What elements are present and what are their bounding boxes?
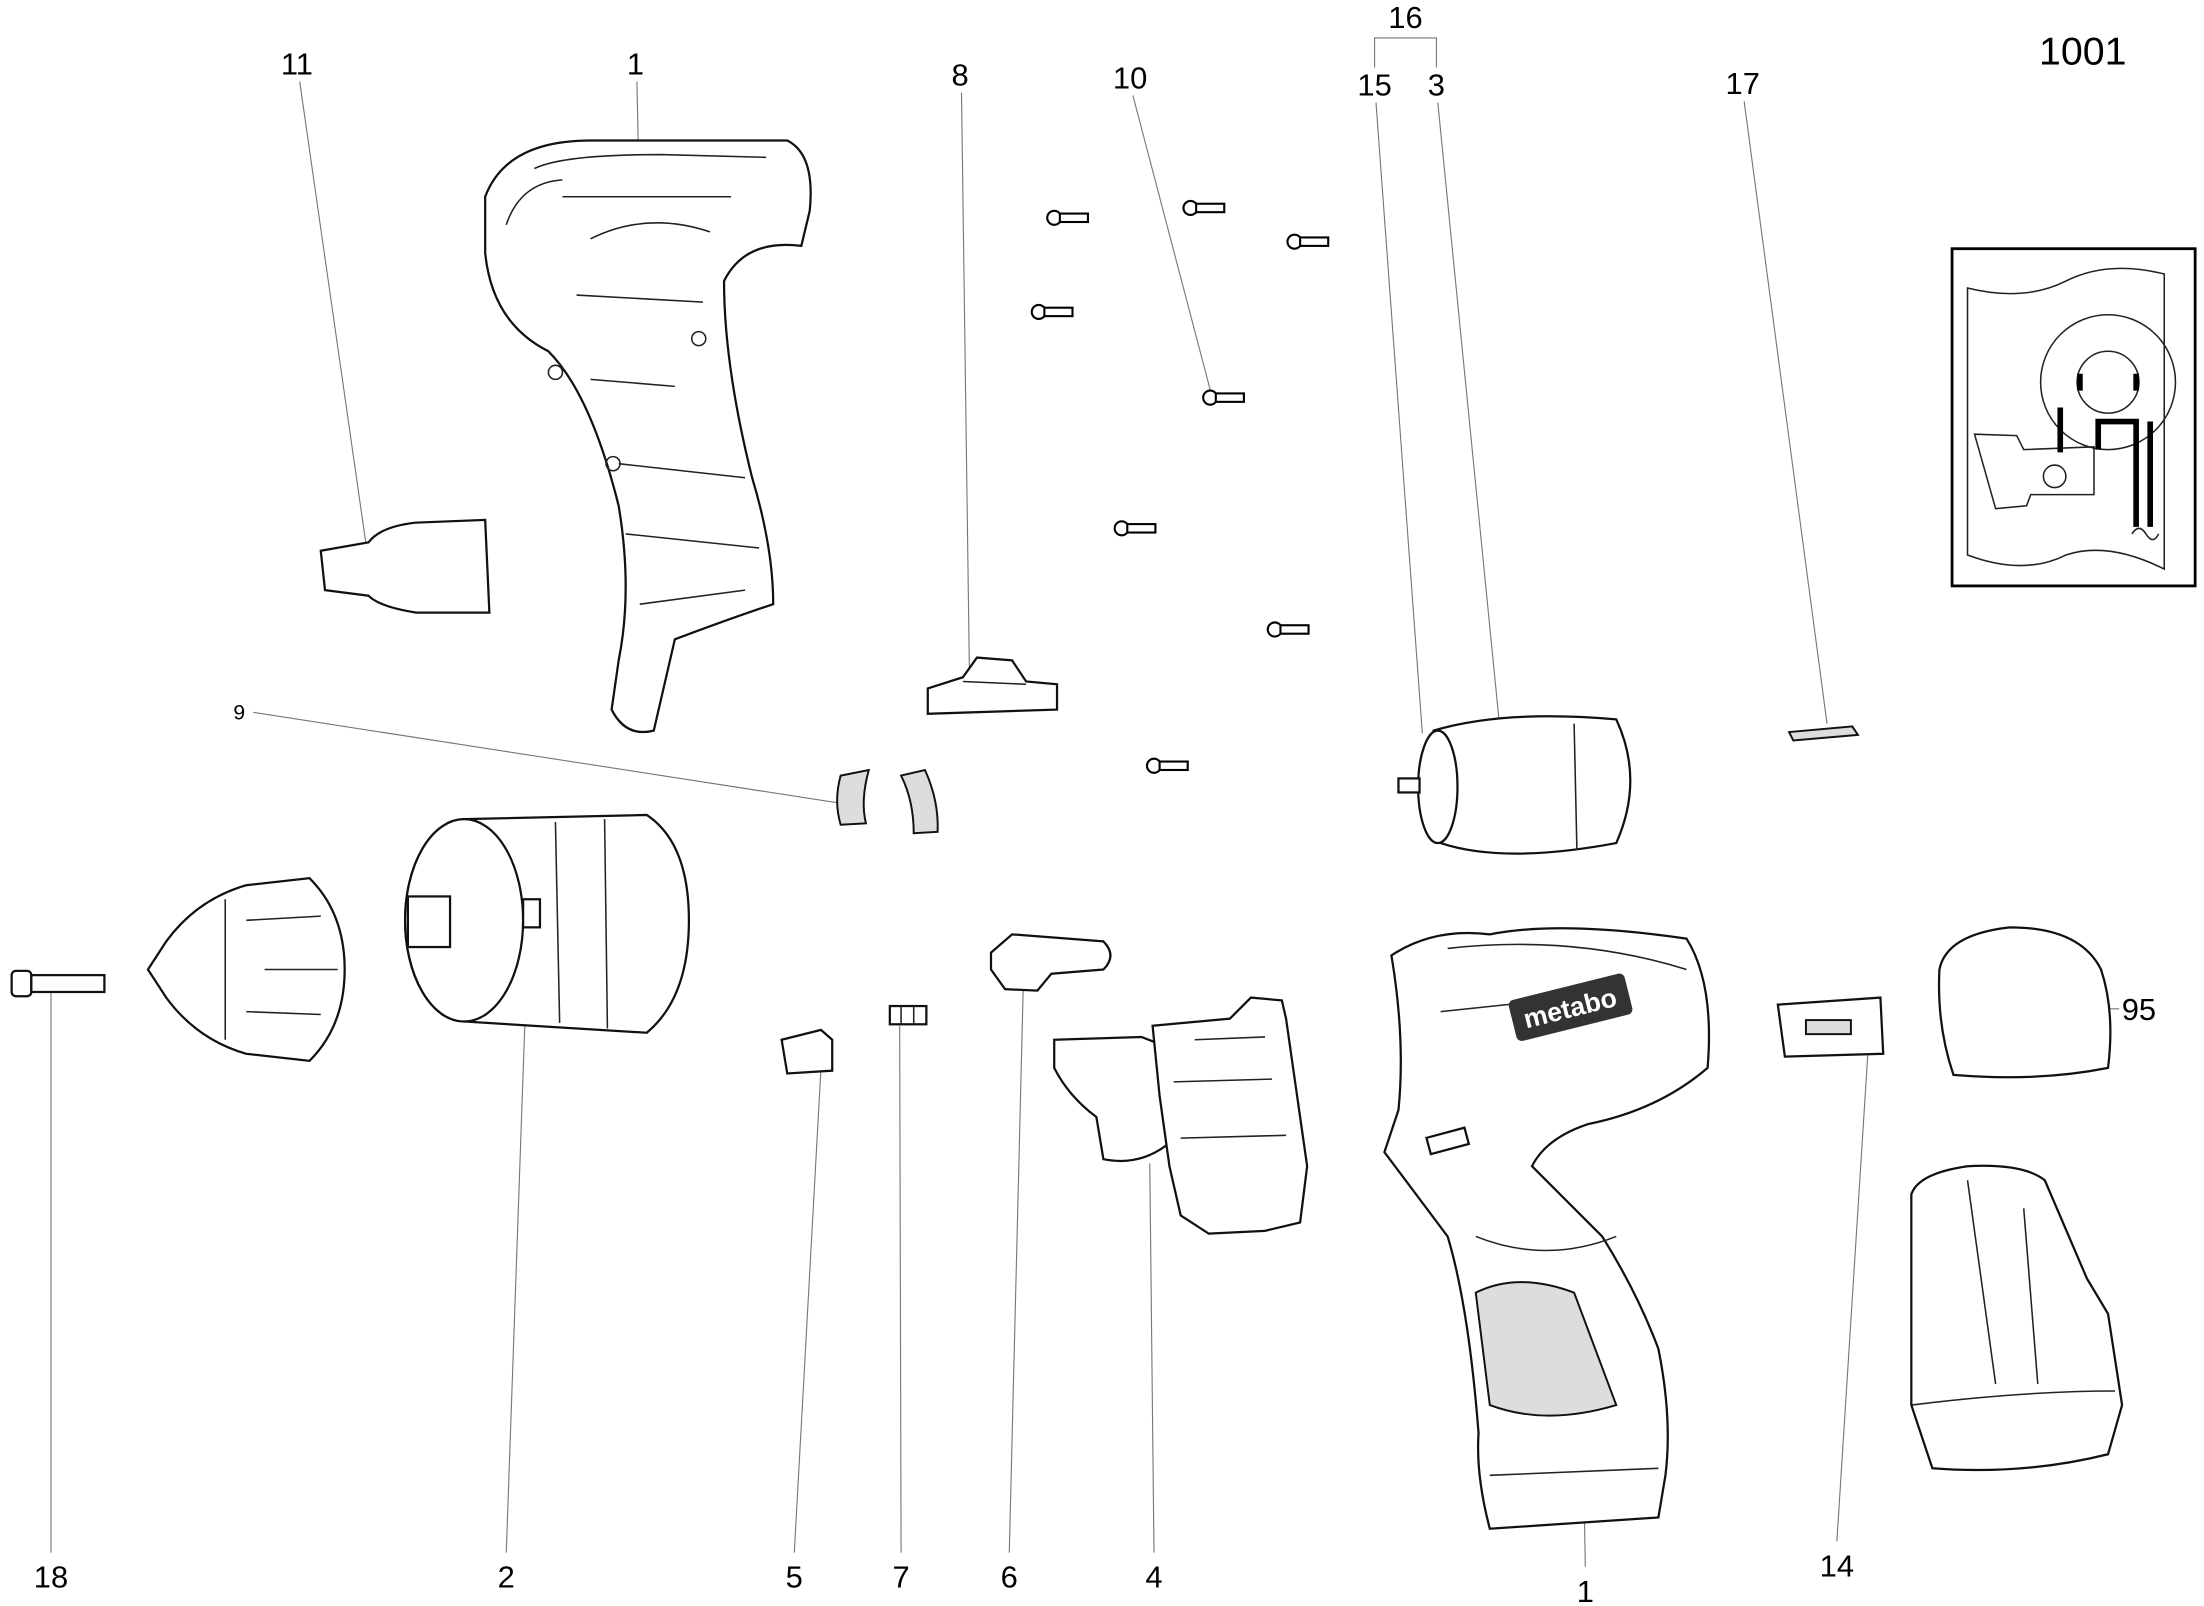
sheet-number: 1001 — [2039, 30, 2127, 74]
part-4-trigger-switch — [1053, 996, 1309, 1235]
part-14-battery-latch — [1776, 996, 1885, 1058]
label-6: 6 — [1001, 1560, 1018, 1595]
screw — [1113, 520, 1157, 537]
wiring-inset — [1950, 247, 2197, 588]
motor — [1397, 715, 1632, 855]
label-17: 17 — [1726, 66, 1760, 101]
label-10: 10 — [1113, 61, 1147, 96]
part-17-insulation — [1787, 725, 1860, 742]
label-7: 7 — [892, 1560, 909, 1595]
part-labels: 11 1 8 10 16 15 3 17 1001 9 95 18 2 5 7 … — [34, 0, 2156, 1606]
screw — [1202, 389, 1245, 406]
screw — [1266, 621, 1310, 638]
label-8: 8 — [951, 58, 968, 93]
label-14: 14 — [1820, 1548, 1854, 1583]
label-5: 5 — [786, 1560, 803, 1595]
screw — [1046, 209, 1090, 226]
part-18-chuck-screw — [10, 969, 106, 998]
housing-half-left — [484, 139, 812, 734]
screw — [1145, 757, 1189, 774]
label-9: 9 — [233, 701, 245, 724]
part-9-pads — [836, 768, 939, 835]
label-3: 3 — [1428, 68, 1445, 103]
gearbox — [403, 813, 691, 1034]
brand-logo: metabo — [1508, 973, 1633, 1041]
screw — [1286, 233, 1330, 250]
label-1-top: 1 — [627, 46, 644, 81]
label-16: 16 — [1388, 0, 1422, 35]
label-95: 95 — [2122, 992, 2156, 1027]
label-2: 2 — [498, 1560, 515, 1595]
rating-label-sticker — [319, 518, 491, 614]
screw — [1030, 303, 1074, 321]
label-11: 11 — [281, 46, 313, 81]
part-8-slider — [926, 656, 1059, 715]
part-5-switch-cap — [780, 1028, 834, 1075]
screws — [1030, 199, 1330, 774]
label-18: 18 — [34, 1560, 68, 1595]
leader-lines — [50, 37, 2120, 1567]
part-95-battery-cap — [1937, 926, 2112, 1079]
label-1-bottom: 1 — [1577, 1574, 1594, 1606]
label-4: 4 — [1145, 1560, 1162, 1595]
keyless-chuck — [146, 876, 346, 1063]
housing-half-right: metabo — [1383, 927, 1711, 1530]
part-6-direction-switch — [989, 933, 1112, 992]
label-15: 15 — [1357, 68, 1391, 103]
screw — [1182, 199, 1226, 217]
battery-pack — [1910, 1164, 2124, 1472]
part-7-led-block — [888, 1004, 928, 1026]
